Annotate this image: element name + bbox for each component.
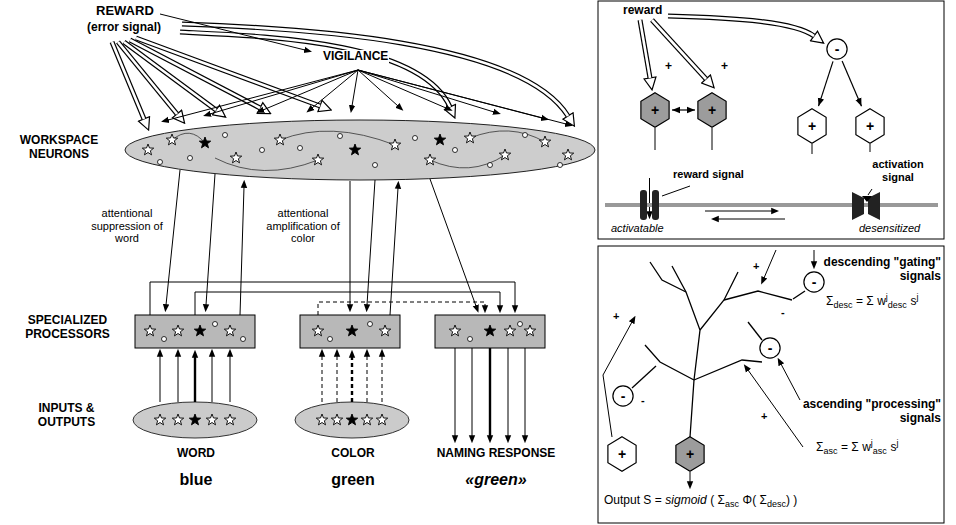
label-text: (error signal) [86,21,162,35]
formula-part: asc [873,446,887,456]
node-sign: - [812,275,817,289]
formula-part: ( Σ [710,493,725,507]
node-sign: - [768,341,773,355]
neuron-hexagon: + [675,436,705,472]
neuron-hexagon: + [607,436,637,472]
node-sign: + [686,447,694,461]
label-text: + [760,410,768,423]
formula-part: asc [823,446,837,456]
formula-part: Φ( Σ [743,493,767,507]
formula-part: j [896,438,898,448]
formula-part: Σ [826,294,833,308]
label-text: VIGILANCE [322,50,389,64]
formula-part: Output S = [604,493,662,507]
inhibitory-neuron: - [826,38,848,60]
connector [842,61,861,106]
label-text: blue [145,471,247,489]
label-text: ascending "processing" signals [800,398,942,426]
connector [819,61,834,106]
label-text: + [720,60,729,74]
label-text: WORD [145,447,247,461]
formula-part: j [916,292,918,302]
label-text: + [752,260,760,273]
inhibitory-neuron: - [759,337,781,359]
formula: Σdesc= Σ wjdescsj [825,292,919,311]
label-text: «green» [425,471,567,489]
label-text: + [612,310,620,323]
formula: Output S =sigmoid ( Σasc Φ( Σdesc) ) [603,494,798,510]
formula-part: desc [767,499,786,509]
formula-part: j [871,438,873,448]
node-sign: - [621,389,626,403]
label-text: SPECIALIZED PROCESSORS [4,314,131,342]
formula-part: desc [888,300,907,310]
label-text: WORKSPACE NEURONS [4,134,114,162]
label-text: NAMING RESPONSE [425,447,567,461]
node-sign: + [708,103,716,117]
node-sign: + [808,119,816,133]
formula-part: = Σ w [841,440,871,454]
node-sign: + [651,103,659,117]
label-text: reward signal [672,168,745,181]
label-text: - [780,306,786,319]
label-text: - [640,394,646,407]
inhibitory-neuron: - [803,271,825,293]
formula-part: ) ) [786,493,797,507]
neuron-hexagon: + [640,92,670,128]
label-text: descending "gating" signals [822,256,942,284]
connector [672,109,695,110]
formula-part: s [910,294,916,308]
formula-part: desc [833,300,852,310]
label-text: attentional suppression of word [90,207,164,245]
formula-part: j [886,292,888,302]
neuron-hexagon: + [697,92,727,128]
label-text: REWARD [95,4,155,19]
label-text: desensitized [858,222,921,235]
label-text: attentional amplification of color [262,207,344,245]
formula-part: = Σ w [856,294,886,308]
node-sign: - [835,42,840,56]
label-text: + [664,60,673,74]
label-text: INPUTS & OUTPUTS [8,402,125,430]
formula-part: asc [725,499,739,509]
label-text: activation signal [856,158,940,183]
neuron-hexagon: + [797,108,827,144]
label-text: reward [622,4,663,18]
label-text: green [302,471,404,489]
formula-part: sigmoid [665,493,706,507]
label-text: COLOR [302,447,404,461]
label-text: activatable [610,222,665,235]
formula: Σasc= Σ wjascsj [815,438,899,457]
formula-part: s [890,440,896,454]
node-sign: + [618,447,626,461]
node-sign: + [866,119,874,133]
neuron-hexagon: + [855,108,885,144]
inhibitory-neuron: - [612,385,634,407]
formula-part: Σ [816,440,823,454]
